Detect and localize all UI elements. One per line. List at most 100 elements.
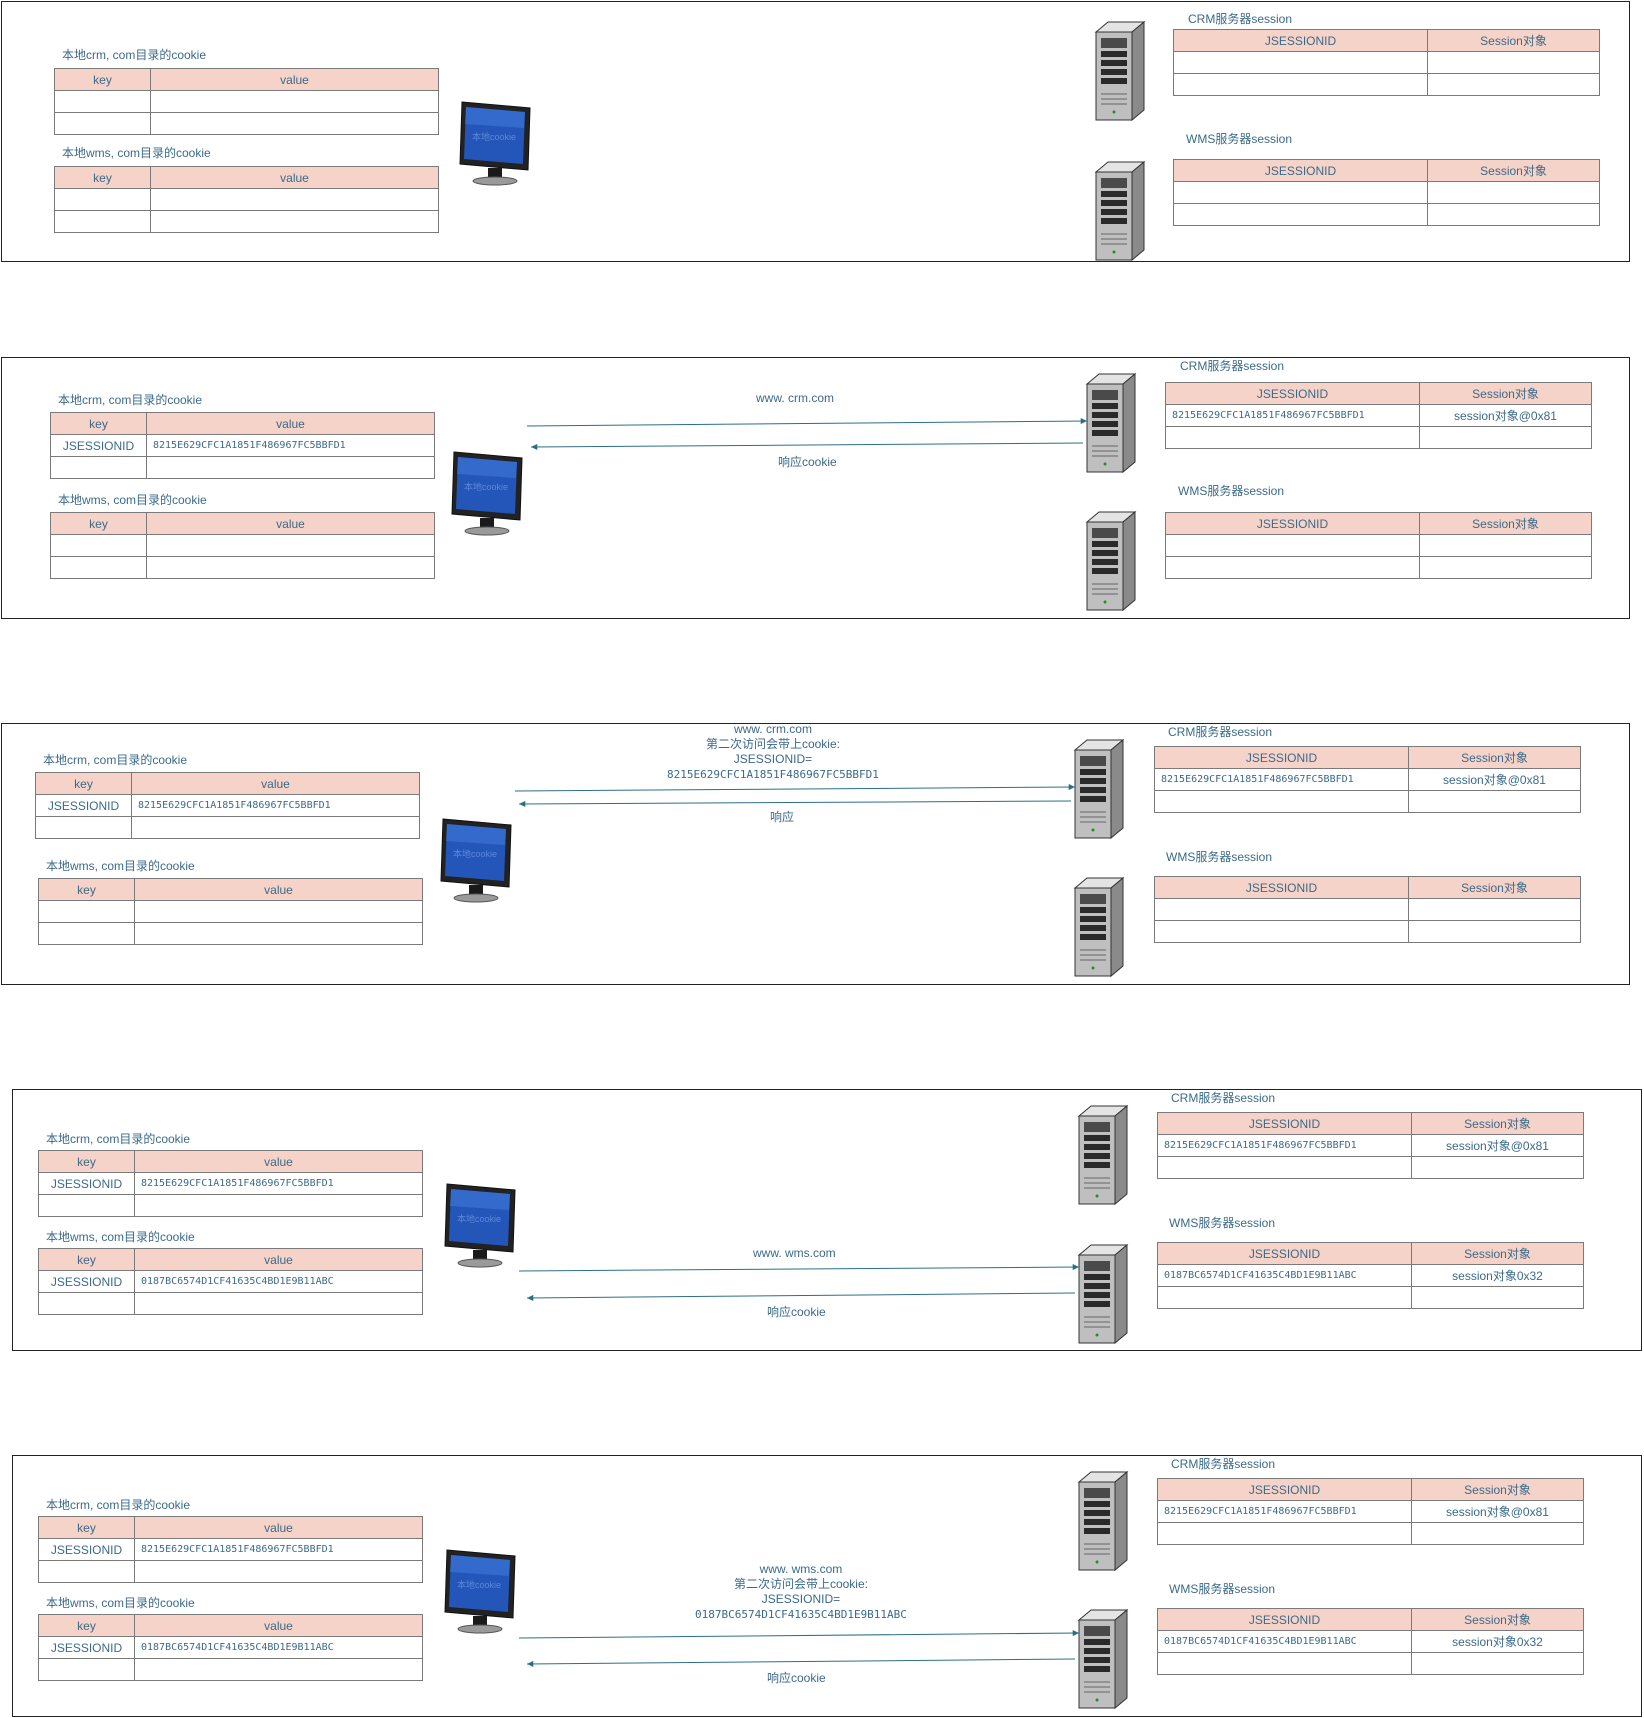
- crm-session-title: CRM服务器session: [1171, 1457, 1276, 1471]
- session-object-header: Session对象: [1427, 159, 1600, 182]
- table-row: [38, 900, 423, 923]
- session-object-header: Session对象: [1419, 512, 1592, 535]
- jsessionid-header: JSESSIONID: [1154, 746, 1409, 769]
- table-row: [1157, 1156, 1584, 1179]
- session-object-header: Session对象: [1427, 29, 1600, 52]
- arrow-label-line: www. crm.com: [733, 722, 812, 736]
- wms-session-title: WMS服务器session: [1169, 1582, 1276, 1596]
- value-header: value: [146, 512, 435, 535]
- key-header: key: [38, 878, 135, 901]
- session-object-cell: session对象0x32: [1411, 1630, 1584, 1653]
- key-header: key: [38, 1614, 135, 1637]
- request-label: www. wms.com: [753, 1246, 836, 1260]
- session-object-cell: [1427, 73, 1600, 96]
- session-object-cell: session对象@0x81: [1419, 404, 1592, 427]
- arrow-label-line: JSESSIONID=: [733, 752, 813, 766]
- arrow-label-line: 第二次访问会带上cookie:: [733, 1577, 868, 1591]
- value-header: value: [150, 166, 439, 189]
- wms-cookie-title: 本地wms, com目录的cookie: [46, 859, 195, 873]
- response-label: 响应cookie: [767, 1305, 826, 1319]
- table-row: [38, 1194, 423, 1217]
- crm-cookie-title: 本地crm, com目录的cookie: [46, 1498, 191, 1512]
- wms-session-title: WMS服务器session: [1178, 484, 1285, 498]
- table-row: [38, 1292, 423, 1315]
- session-object-cell: [1411, 1522, 1584, 1545]
- server-tower-icon: [1077, 1470, 1129, 1572]
- crm-session-title: CRM服务器session: [1188, 12, 1293, 26]
- table-row: [54, 90, 439, 113]
- jsessionid-header: JSESSIONID: [1157, 1608, 1412, 1631]
- server-tower-icon: [1077, 1608, 1129, 1710]
- response-label: 响应cookie: [778, 455, 837, 469]
- session-object-cell: [1419, 426, 1592, 449]
- server-tower-icon: [1094, 20, 1146, 122]
- monitor-screen-label: 本地cookie: [457, 1213, 501, 1224]
- jsessionid-header: JSESSIONID: [1173, 29, 1428, 52]
- table-row: [1173, 73, 1600, 96]
- session-object-cell: [1419, 556, 1592, 579]
- value-header: value: [134, 1614, 423, 1637]
- cookie-value-cell: [146, 556, 435, 579]
- session-object-cell: session对象@0x81: [1411, 1500, 1584, 1523]
- session-object-cell: [1411, 1652, 1584, 1675]
- table-row: [1157, 1522, 1584, 1545]
- key-header: key: [35, 772, 132, 795]
- arrow-label-line: JSESSIONID=: [761, 1592, 841, 1606]
- session-object-cell: [1408, 790, 1581, 813]
- table-row: [35, 816, 420, 839]
- computer-monitor-icon: 本地cookie: [440, 818, 512, 903]
- computer-monitor-icon: 本地cookie: [444, 1549, 516, 1634]
- crm-session-title: CRM服务器session: [1171, 1091, 1276, 1105]
- key-header: key: [50, 512, 147, 535]
- cookie-value-cell: [131, 816, 420, 839]
- table-row: [54, 210, 439, 233]
- table-row: [50, 456, 435, 479]
- jsessionid-header: JSESSIONID: [1157, 1242, 1412, 1265]
- arrow-label-line: 8215E629CFC1A1851F486967FC5BBFD1: [667, 768, 879, 781]
- server-tower-icon: [1077, 1243, 1129, 1345]
- wms-session-title: WMS服务器session: [1169, 1216, 1276, 1230]
- table-row: [54, 188, 439, 211]
- arrow-label-line: 0187BC6574D1CF41635C4BD1E9B11ABC: [695, 1608, 907, 1621]
- wms-cookie-title: 本地wms, com目录的cookie: [58, 493, 207, 507]
- monitor-screen-label: 本地cookie: [453, 848, 497, 859]
- server-tower-icon: [1073, 738, 1125, 840]
- wms-session-title: WMS服务器session: [1166, 850, 1273, 864]
- computer-monitor-icon: 本地cookie: [459, 101, 531, 186]
- crm-cookie-title: 本地crm, com目录的cookie: [62, 48, 207, 62]
- table-row: [38, 922, 423, 945]
- table-row: [1157, 1652, 1584, 1675]
- wms-session-title: WMS服务器session: [1186, 132, 1293, 146]
- table-row: [1157, 1286, 1584, 1309]
- jsessionid-header: JSESSIONID: [1165, 512, 1420, 535]
- session-object-header: Session对象: [1411, 1242, 1584, 1265]
- cookie-key-cell: JSESSIONID: [50, 434, 147, 457]
- table-row: [38, 1658, 423, 1681]
